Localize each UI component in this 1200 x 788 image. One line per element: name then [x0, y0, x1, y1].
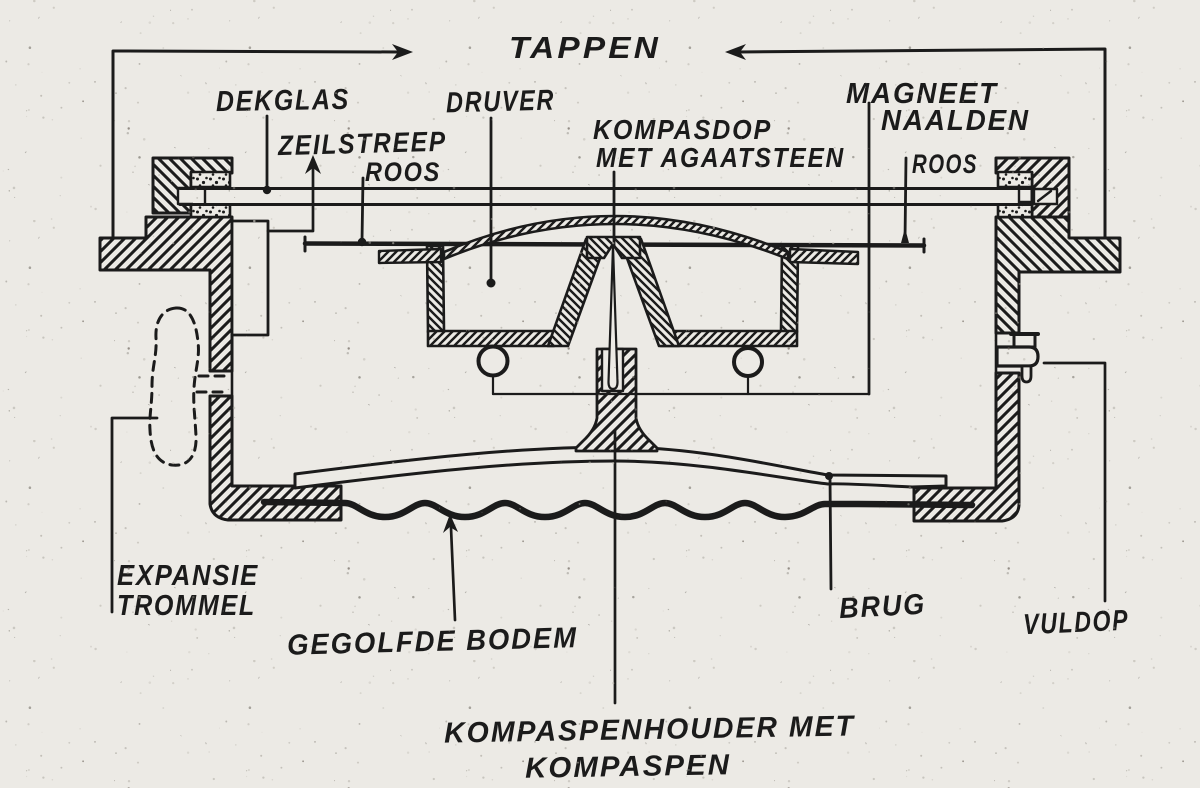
paper-grain-texture	[0, 0, 1200, 788]
compass-cross-section-drawing: TAPPEN DEKGLAS ZEILSTREEP ROOS DRUVER KO…	[0, 0, 1200, 788]
diagram-page: TAPPEN DEKGLAS ZEILSTREEP ROOS DRUVER KO…	[0, 0, 1200, 788]
